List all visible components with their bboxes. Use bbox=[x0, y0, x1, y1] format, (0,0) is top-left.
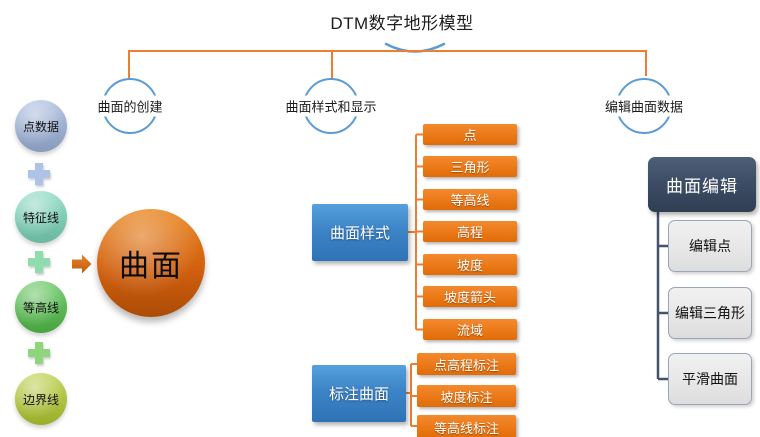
branch-bracket bbox=[128, 50, 647, 78]
annotate-group-connector bbox=[406, 363, 417, 427]
style-item-slope-arrow: 坡度箭头 bbox=[423, 286, 517, 307]
input-circle-boundary-line: 边界线 bbox=[15, 373, 67, 425]
style-group-connector bbox=[407, 133, 423, 331]
style-item-watershed: 流域 bbox=[423, 319, 517, 340]
style-item-point: 点 bbox=[423, 124, 517, 145]
branch-edit-data-label: 编辑曲面数据 bbox=[601, 95, 687, 117]
style-item-slope: 坡度 bbox=[423, 254, 517, 275]
plus-icon bbox=[28, 251, 50, 273]
plus-icon bbox=[28, 163, 50, 185]
branch-style-display-label: 曲面样式和显示 bbox=[282, 95, 380, 117]
input-circle-point-data: 点数据 bbox=[15, 100, 67, 152]
edit-item-edit-point: 编辑点 bbox=[668, 220, 752, 272]
input-circle-contour-line: 等高线 bbox=[15, 281, 67, 333]
style-item-triangle: 三角形 bbox=[423, 156, 517, 177]
plus-icon bbox=[28, 342, 50, 364]
right-arrow-icon bbox=[72, 254, 92, 274]
style-item-elevation: 高程 bbox=[423, 221, 517, 242]
input-circle-feature-line: 特征线 bbox=[15, 191, 67, 243]
annotate-item-point-elevation: 点高程标注 bbox=[417, 353, 516, 375]
branch-creation-label: 曲面的创建 bbox=[94, 95, 166, 117]
branch-style-display: 曲面样式和显示 bbox=[282, 78, 380, 134]
surface-result-circle: 曲面 bbox=[97, 209, 205, 317]
surface-style-group-box: 曲面样式 bbox=[312, 204, 408, 261]
annotate-surface-group-box: 标注曲面 bbox=[312, 365, 406, 422]
edit-group-connector bbox=[656, 212, 668, 381]
branch-creation: 曲面的创建 bbox=[94, 78, 166, 134]
annotate-item-contour: 等高线标注 bbox=[417, 415, 516, 437]
page-title: DTM数字地形模型 bbox=[330, 14, 474, 33]
style-item-contour: 等高线 bbox=[423, 189, 517, 210]
surface-edit-header: 曲面编辑 bbox=[648, 157, 756, 212]
branch-edit-data: 编辑曲面数据 bbox=[601, 78, 687, 134]
annotate-item-slope: 坡度标注 bbox=[417, 385, 516, 407]
edit-item-edit-triangle: 编辑三角形 bbox=[668, 287, 752, 339]
edit-item-smooth-surface: 平滑曲面 bbox=[668, 353, 752, 405]
